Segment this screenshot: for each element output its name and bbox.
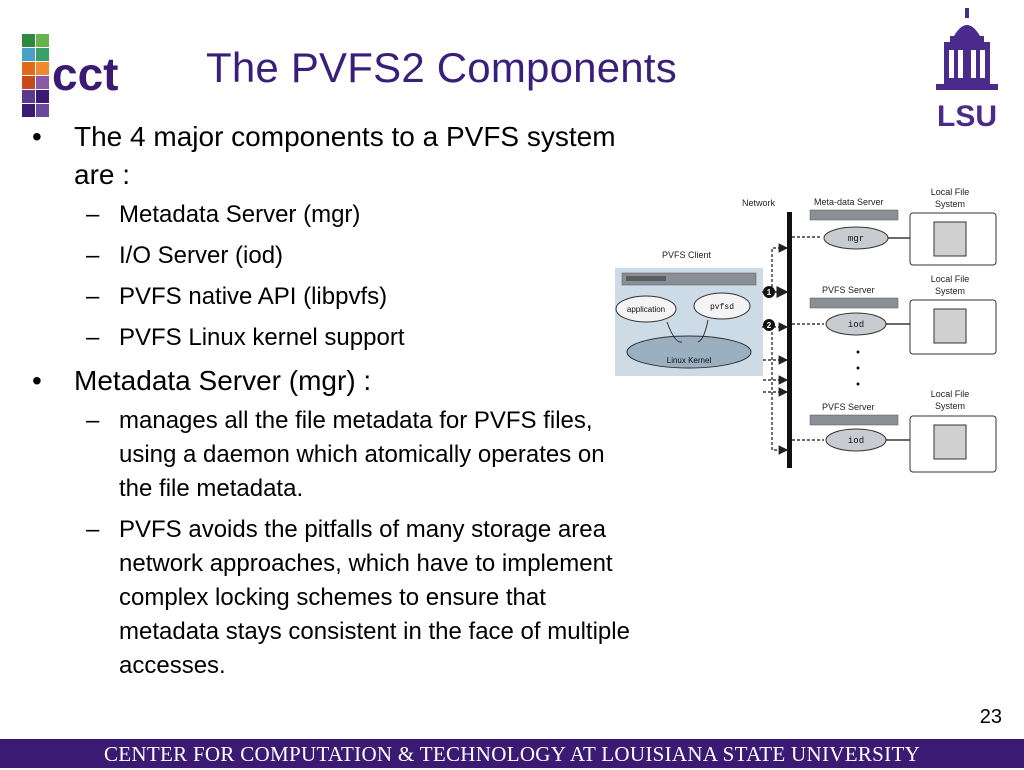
svg-text:PVFS Server: PVFS Server bbox=[822, 285, 875, 295]
svg-text:System: System bbox=[935, 199, 965, 209]
metadata-server: Meta-data Server mgr Local File System bbox=[792, 187, 997, 266]
io-server-1: PVFS Server iod Local File System bbox=[792, 274, 997, 355]
sub-bullet-item: –PVFS native API (libpvfs) bbox=[74, 280, 640, 314]
bullet-text: Metadata Server (mgr) : bbox=[74, 365, 372, 396]
pvfs-architecture-diagram: Network PVFS Client Linux Kernel applica… bbox=[615, 187, 997, 473]
dash-icon: – bbox=[86, 201, 100, 228]
dash-icon: – bbox=[86, 242, 100, 269]
bullet-item: • The 4 major components to a PVFS syste… bbox=[30, 118, 640, 355]
bullet-item: • Metadata Server (mgr) : –manages all t… bbox=[30, 362, 640, 683]
svg-text:cct: cct bbox=[52, 48, 118, 100]
step-2-badge bbox=[763, 319, 775, 331]
sub-bullet-item: –I/O Server (iod) bbox=[74, 239, 640, 273]
svg-text:Local File: Local File bbox=[931, 274, 970, 284]
page-number: 23 bbox=[979, 706, 1002, 728]
step-1-badge bbox=[763, 286, 775, 298]
sub-bullet-item: –Metadata Server (mgr) bbox=[74, 198, 640, 232]
bullet-icon: • bbox=[32, 365, 42, 396]
slide-title: The PVFS2 Components bbox=[206, 44, 677, 91]
svg-text:Meta-data Server: Meta-data Server bbox=[814, 197, 884, 207]
dash-icon: – bbox=[86, 407, 100, 434]
cct-logo: cct bbox=[22, 34, 118, 117]
bullet-icon: • bbox=[32, 121, 42, 152]
svg-text:System: System bbox=[935, 286, 965, 296]
client-label: PVFS Client bbox=[662, 250, 712, 260]
sub-bullet-text: manages all the file metadata for PVFS f… bbox=[119, 407, 605, 502]
dash-icon: – bbox=[86, 516, 100, 543]
kernel-label: Linux Kernel bbox=[667, 356, 712, 365]
sub-bullet-text: Metadata Server (mgr) bbox=[119, 201, 361, 228]
dash-icon: – bbox=[86, 324, 100, 351]
svg-text:Local File: Local File bbox=[931, 187, 970, 197]
network-label: Network bbox=[742, 198, 776, 208]
application-label: application bbox=[627, 305, 665, 314]
pvfs-client: Linux Kernel application pvfsd bbox=[615, 268, 763, 376]
sub-bullet-item: –manages all the file metadata for PVFS … bbox=[74, 404, 640, 506]
svg-text:mgr: mgr bbox=[848, 234, 864, 244]
sub-bullet-text: PVFS native API (libpvfs) bbox=[119, 283, 388, 310]
network-bus bbox=[787, 212, 792, 468]
footer-banner: CENTER FOR COMPUTATION & TECHNOLOGY AT L… bbox=[0, 739, 1024, 768]
svg-text:PVFS Server: PVFS Server bbox=[822, 402, 875, 412]
svg-text:1: 1 bbox=[767, 288, 772, 297]
pvfsd-label: pvfsd bbox=[710, 303, 734, 312]
svg-text:2: 2 bbox=[767, 321, 772, 330]
svg-text:iod: iod bbox=[848, 436, 864, 446]
io-server-2: PVFS Server iod Local File System bbox=[792, 389, 997, 473]
bullet-text: The 4 major components to a PVFS system … bbox=[74, 121, 616, 190]
svg-text:System: System bbox=[935, 401, 965, 411]
sub-bullet-text: PVFS avoids the pitfalls of many storage… bbox=[119, 516, 630, 679]
sub-bullet-item: –PVFS Linux kernel support bbox=[74, 321, 640, 355]
svg-text:LSU: LSU bbox=[937, 100, 997, 130]
sub-bullet-text: PVFS Linux kernel support bbox=[119, 324, 405, 351]
sub-bullet-text: I/O Server (iod) bbox=[119, 242, 284, 269]
sub-bullet-item: –PVFS avoids the pitfalls of many storag… bbox=[74, 513, 640, 683]
lsu-logo: LSU bbox=[936, 8, 998, 130]
svg-text:iod: iod bbox=[848, 320, 864, 330]
svg-text:Local File: Local File bbox=[931, 389, 970, 399]
dash-icon: – bbox=[86, 283, 100, 310]
slide-content: • The 4 major components to a PVFS syste… bbox=[30, 118, 640, 690]
